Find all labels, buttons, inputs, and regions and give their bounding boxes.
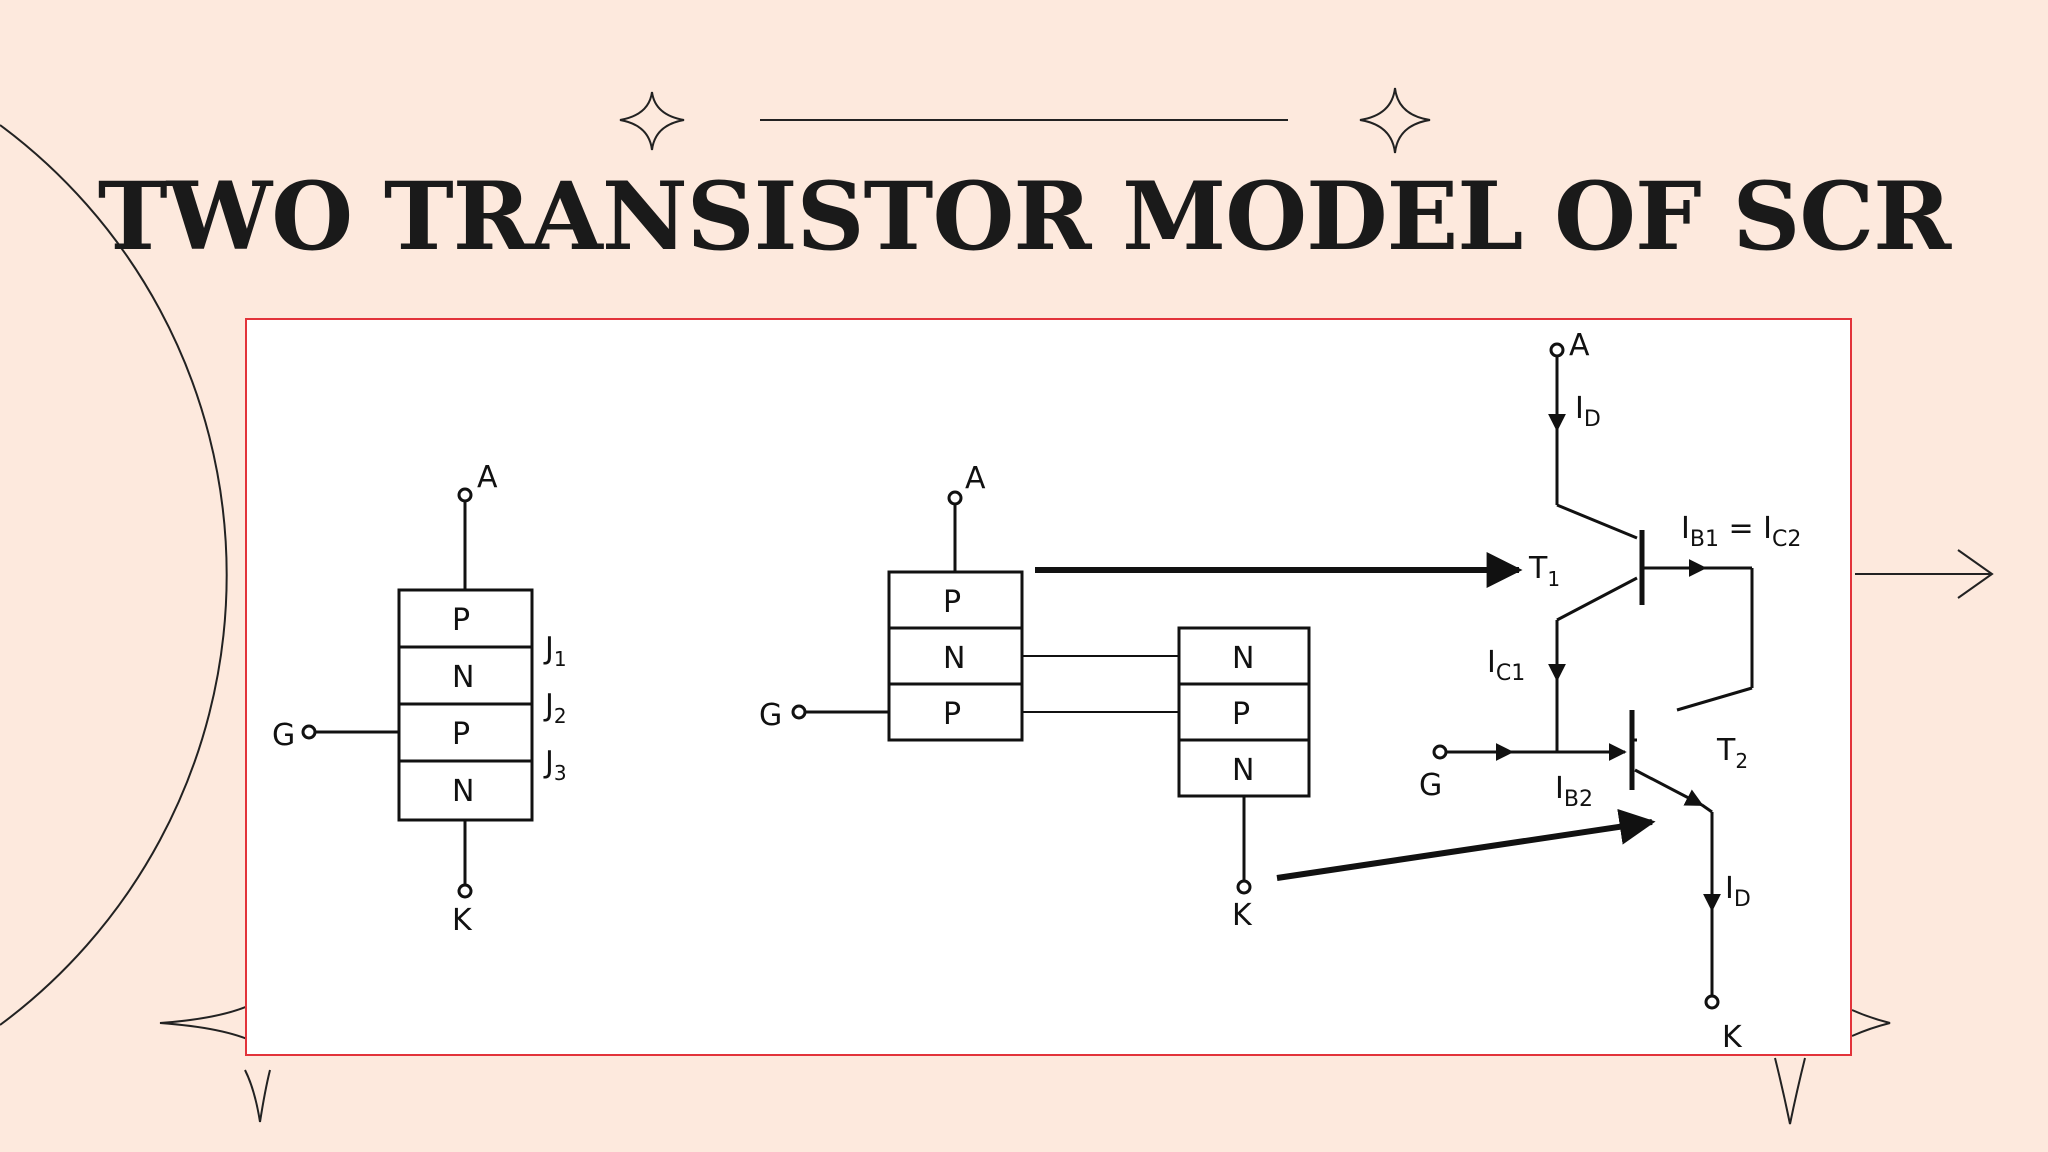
sparkle-right-icon	[1359, 87, 1431, 154]
scr-layer-4: N	[452, 774, 474, 809]
split-left-layer-2: N	[943, 641, 965, 676]
split-right-layer-2: P	[1232, 697, 1250, 732]
split-gate-terminal	[791, 704, 807, 720]
circuit-label-cathode: K	[1722, 1020, 1743, 1055]
circuit-anode-terminal	[1549, 342, 1565, 358]
label-id-bottom: ID	[1725, 871, 1751, 912]
label-ic1: IC1	[1487, 645, 1525, 686]
sparkle-left-icon	[619, 91, 685, 151]
scr-label-cathode: K	[452, 903, 473, 938]
gate-terminal	[301, 724, 317, 740]
junction-j2: J2	[543, 688, 567, 728]
scr-layer-3: P	[452, 717, 470, 752]
label-ib1-eq-ic2: IB1 = IC2	[1681, 511, 1801, 552]
circuit-gate-terminal	[1432, 744, 1448, 760]
split-left-layer-3: P	[943, 697, 961, 732]
arrow-right-icon	[1855, 549, 1994, 599]
split-label-gate: G	[759, 698, 782, 733]
t2-emitter-arrow	[1634, 768, 1704, 807]
anode-terminal	[457, 487, 473, 503]
circuit-cathode-terminal	[1704, 994, 1720, 1010]
slide-title: TWO TRANSISTOR MODEL OF SCR	[97, 162, 1952, 272]
split-right-layer-3: N	[1232, 753, 1254, 788]
scr-label-gate: G	[272, 718, 295, 753]
circuit-label-anode: A	[1569, 328, 1590, 363]
split-label-anode: A	[965, 461, 986, 496]
junction-j3: J3	[543, 745, 567, 785]
circuit-label-gate: G	[1419, 768, 1442, 803]
decorative-arc	[0, 124, 228, 1026]
split-cathode-terminal	[1236, 879, 1252, 895]
sparkle-bottom-right-icon	[1774, 1009, 1891, 1125]
transistor-circuit	[1432, 342, 1754, 1010]
cathode-terminal	[457, 883, 473, 899]
diagram-panel: A G K P N P N J1 J2 J3	[245, 318, 1852, 1056]
scr-diagram: A G K P N P N J1 J2 J3	[272, 328, 1801, 1055]
map-arrow-to-t2	[1276, 808, 1656, 881]
split-label-cathode: K	[1232, 898, 1253, 933]
scr-label-anode: A	[477, 460, 498, 495]
label-t1: T1	[1528, 551, 1560, 591]
label-ib2: IB2	[1555, 771, 1593, 812]
scr-layer-1: P	[452, 603, 470, 638]
split-left-layer-1: P	[943, 585, 961, 620]
split-right-layer-1: N	[1232, 641, 1254, 676]
split-anode-terminal	[947, 490, 963, 506]
label-t2: T2	[1716, 733, 1748, 773]
split-model	[791, 490, 1311, 895]
scr-symbol	[301, 487, 534, 899]
junction-j1: J1	[543, 631, 567, 671]
scr-layer-2: N	[452, 660, 474, 695]
label-id-top: ID	[1575, 391, 1601, 432]
